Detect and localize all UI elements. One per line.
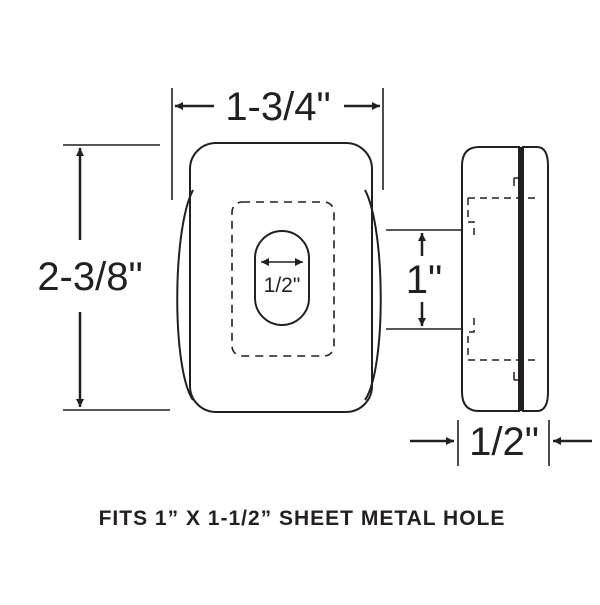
slot-width-label: 1/2" [264, 274, 301, 297]
side-hidden-profile [467, 197, 540, 361]
hidden-inner-rect [231, 201, 335, 357]
dimension-lines [63, 88, 592, 466]
front-view [176, 142, 382, 413]
fit-caption: FITS 1” X 1-1/2” SHEET METAL HOLE [99, 507, 506, 530]
center-slot [254, 230, 310, 326]
side-flange-outline [522, 146, 549, 412]
front-left-bulge [176, 189, 194, 401]
side-step-bottom [513, 372, 524, 381]
side-body-outline [461, 146, 520, 412]
slot-height-label: 1" [406, 258, 442, 302]
width-label: 1-3/4" [225, 85, 330, 129]
front-plate-outline [189, 142, 373, 413]
side-step-top [513, 177, 524, 186]
side-view [461, 146, 549, 412]
thickness-label: 1/2" [469, 420, 539, 464]
height-label: 2-3/8" [37, 255, 142, 299]
